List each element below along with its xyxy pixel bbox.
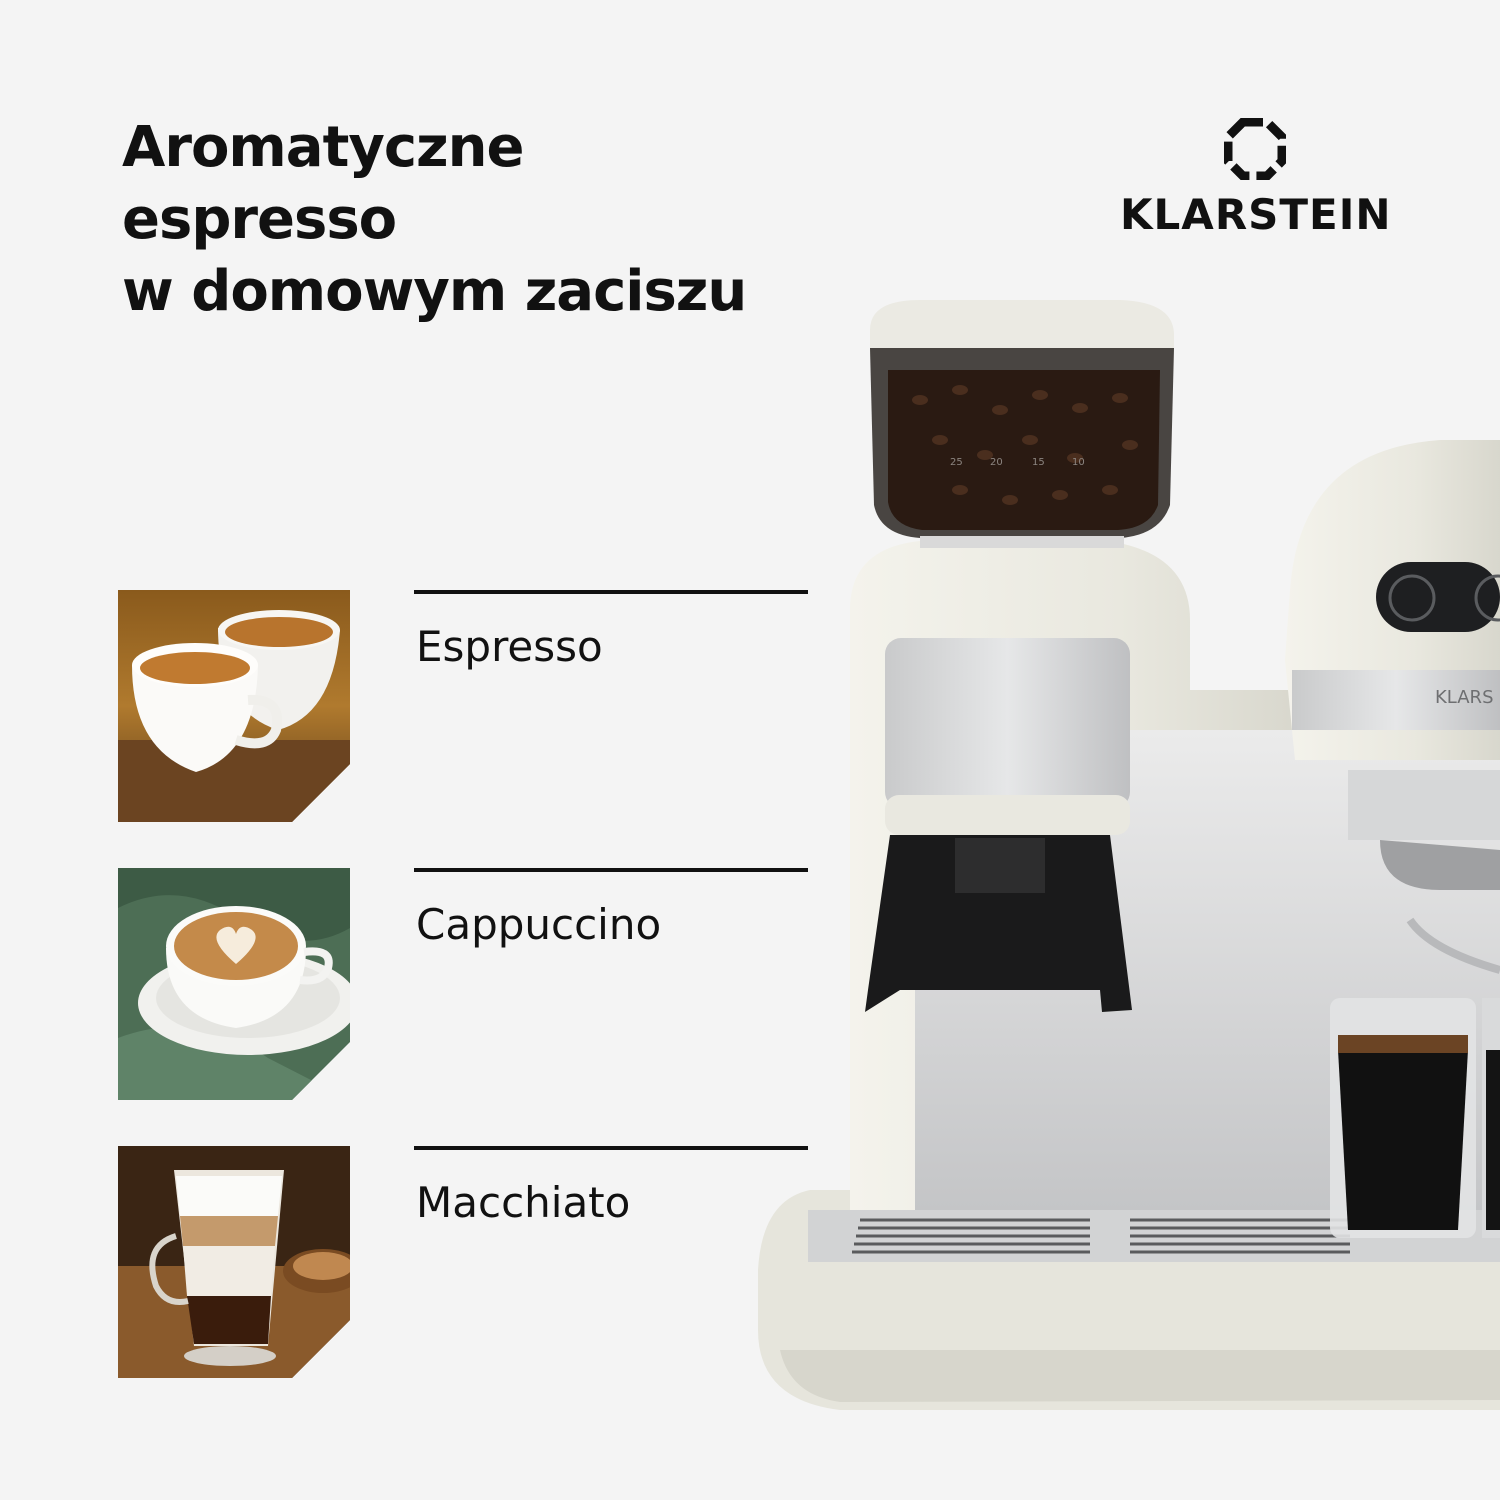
headline-line-1: Aromatyczne bbox=[122, 115, 524, 180]
grinder-scale-25: 25 bbox=[950, 457, 963, 468]
machine-panel-brand: KLARS bbox=[1435, 687, 1494, 708]
cappuccino-label: Cappuccino bbox=[416, 900, 662, 949]
brand-name: KLARSTEIN bbox=[1120, 190, 1392, 239]
klarstein-diamond-logo-icon bbox=[1224, 118, 1286, 180]
headline-line-3: w domowym zaciszu bbox=[122, 259, 747, 324]
cappuccino-photo bbox=[118, 868, 350, 1100]
grinder-scale-10: 10 bbox=[1072, 457, 1085, 468]
espresso-divider bbox=[414, 590, 808, 594]
grinder-scale-15: 15 bbox=[1032, 457, 1045, 468]
brand-block: KLARSTEIN bbox=[1120, 118, 1392, 239]
macchiato-label: Macchiato bbox=[416, 1178, 631, 1227]
cappuccino-divider bbox=[414, 868, 808, 872]
grinder-scale-20: 20 bbox=[990, 457, 1003, 468]
macchiato-photo bbox=[118, 1146, 350, 1378]
espresso-photo bbox=[118, 590, 350, 822]
headline-line-2: espresso bbox=[122, 187, 397, 252]
espresso-machine-illustration: 25 20 15 10 KLARS bbox=[740, 290, 1500, 1425]
headline: Aromatyczne espresso w domowym zaciszu bbox=[122, 112, 747, 328]
macchiato-divider bbox=[414, 1146, 808, 1150]
espresso-label: Espresso bbox=[416, 622, 603, 671]
